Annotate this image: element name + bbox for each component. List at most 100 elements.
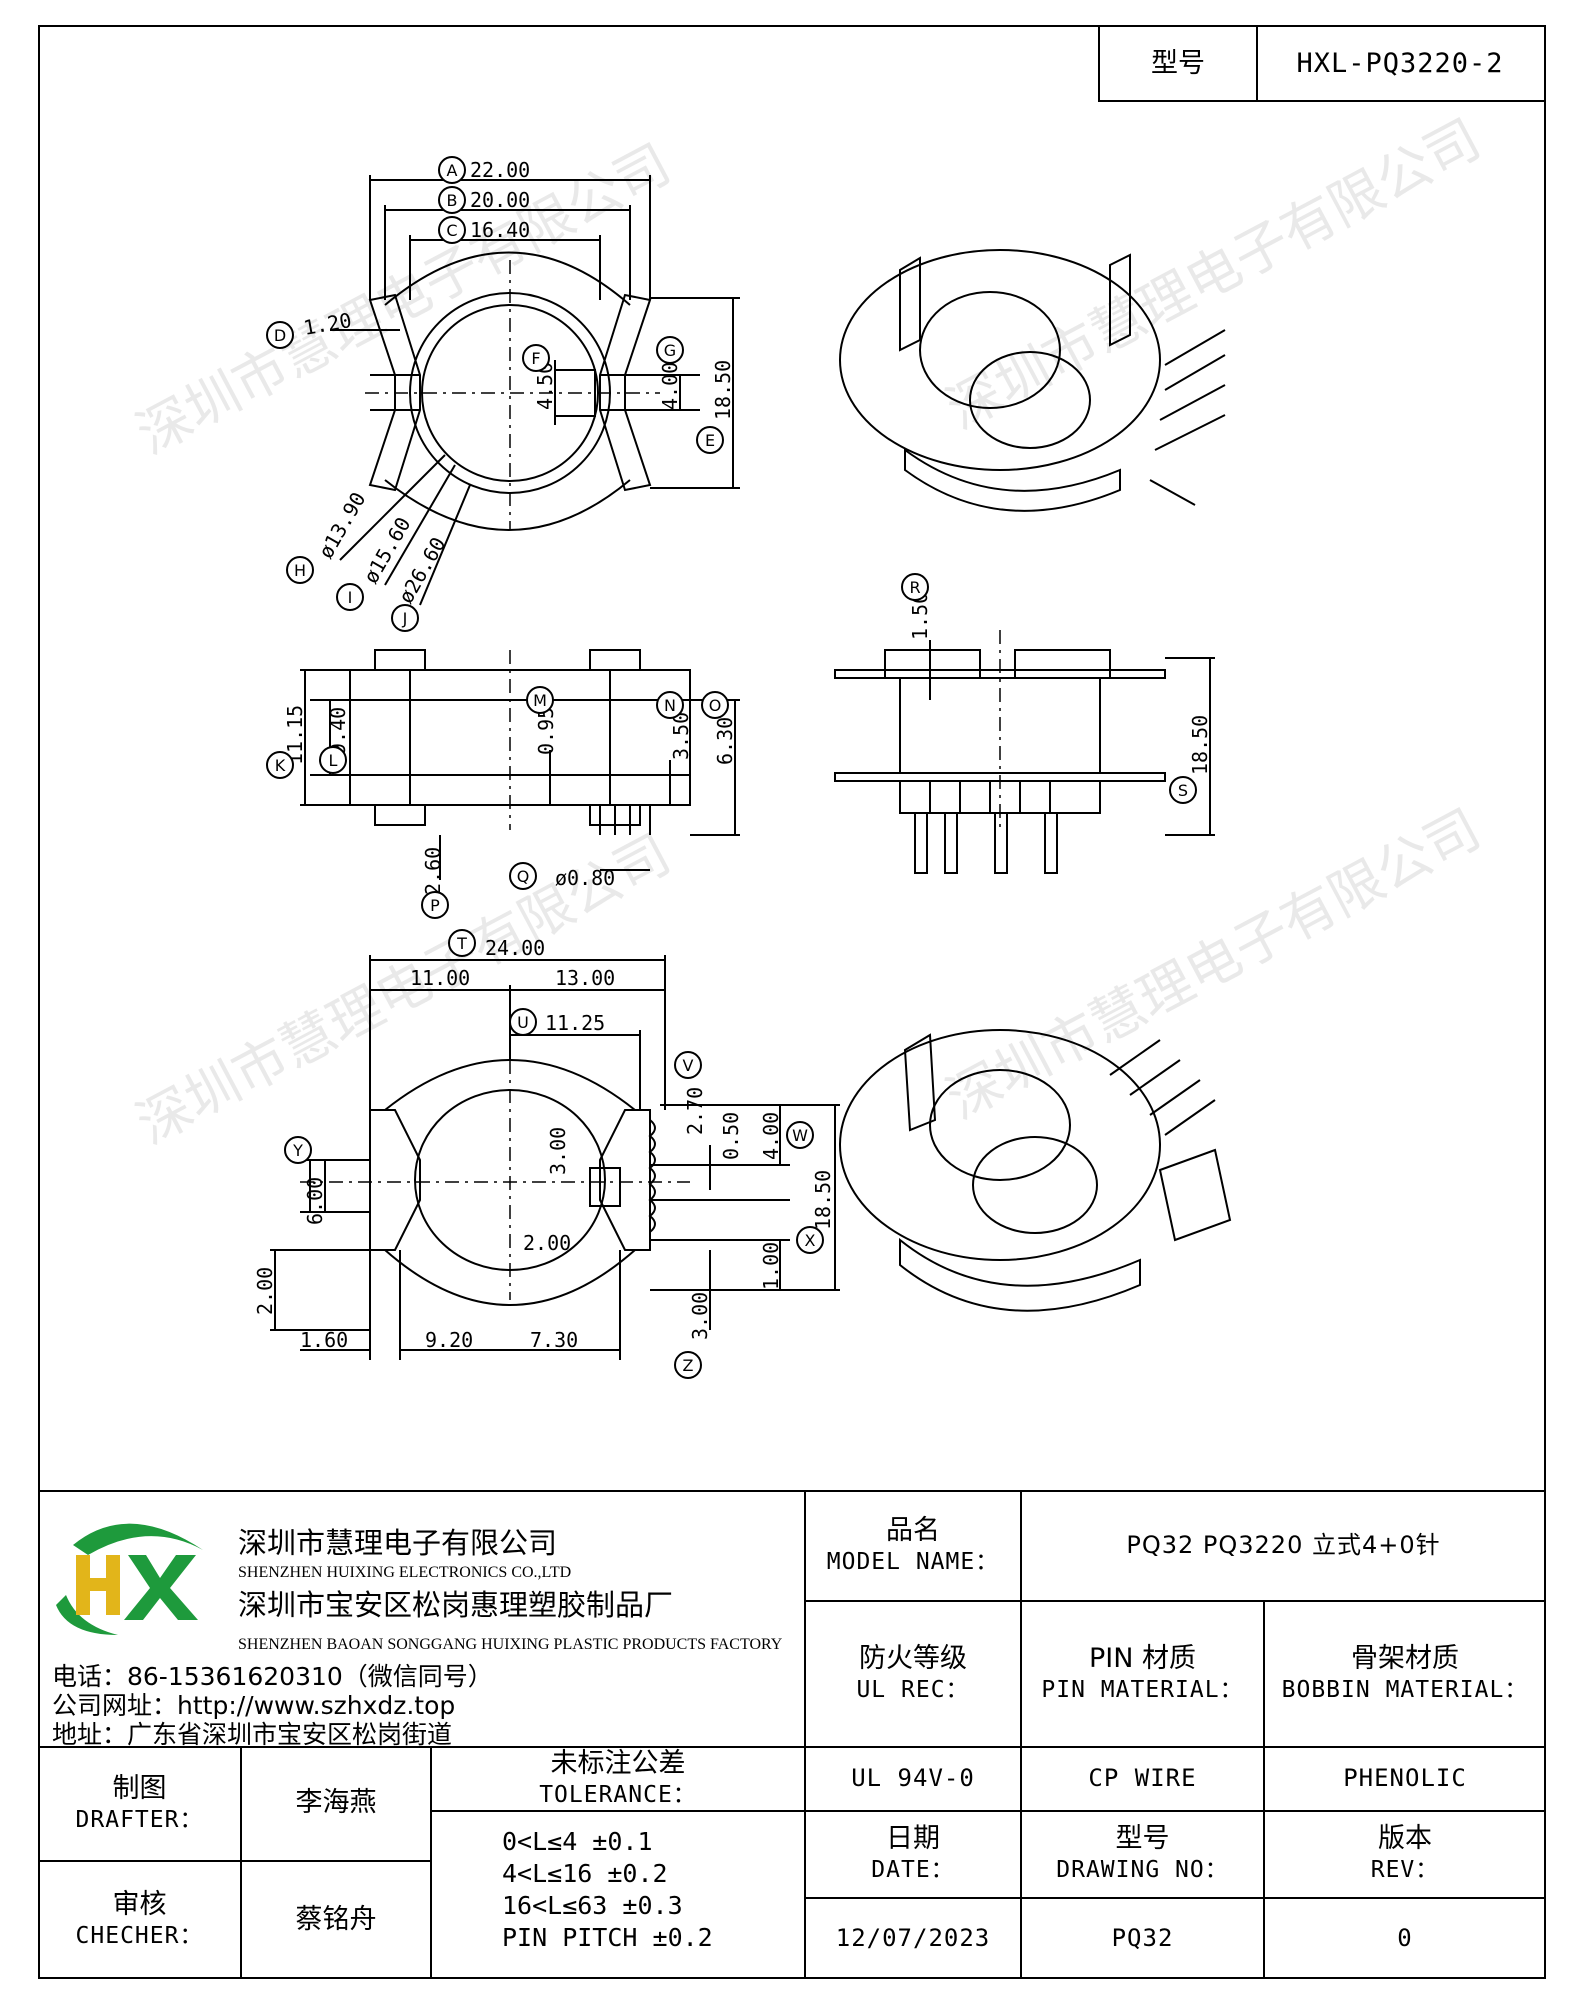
circled-label-d-text: D [274, 326, 286, 345]
dim-W: 4.00 [759, 1112, 783, 1160]
model-name-value-cell: PQ32 PQ3220 立式4+0针 [1021, 1490, 1546, 1600]
dim-T1: 11.00 [410, 966, 470, 990]
side-view [300, 649, 740, 880]
checker-value: 蔡铭舟 [295, 1903, 377, 1935]
company-logo [56, 1523, 203, 1635]
date-value: 12/07/2023 [835, 1924, 991, 1952]
model-name-value: PQ32 PQ3220 立式4+0针 [1126, 1531, 1441, 1559]
tb-vline-5 [430, 1746, 432, 1979]
dim-B: 20.00 [470, 188, 530, 212]
dim-X: 18.50 [811, 1170, 835, 1230]
circled-label-e: E [696, 426, 724, 454]
circled-label-p-ring [421, 891, 449, 919]
circled-label-a: A [438, 156, 466, 184]
rev-value: 0 [1397, 1924, 1413, 1952]
ul-en: UL REC： [856, 1676, 970, 1703]
tolerance-list: 0<L≤4 ±0.1 4<L≤16 ±0.2 16<L≤63 ±0.3 PIN … [502, 1826, 713, 1954]
rev-value-cell: 0 [1264, 1897, 1546, 1979]
dim-M: 0.95 [534, 707, 558, 755]
top-view-flange-right [599, 293, 652, 492]
factory-name-en: SHENZHEN BAOAN SONGGANG HUIXING PLASTIC … [238, 1636, 783, 1653]
circled-label-g-text: G [664, 341, 676, 360]
circled-label-i-ring [336, 583, 364, 611]
pin-cn: PIN 材质 [1088, 1642, 1197, 1674]
circled-label-m-ring [526, 686, 554, 714]
rev-label: 版本 REV： [1264, 1810, 1546, 1897]
factory-name-cn: 深圳市宝安区松岗惠理塑胶制品厂 [238, 1588, 674, 1622]
circled-label-z: Z [674, 1351, 702, 1379]
circled-label-j: J [391, 604, 419, 632]
watermark-4: 深圳市慧理电子有限公司 [937, 797, 1491, 1131]
top-view-outer-arc-bottom [384, 479, 631, 531]
dim-A: 22.00 [470, 158, 530, 182]
circled-label-w-text: W [792, 1126, 808, 1145]
circled-label-u-text: U [517, 1013, 529, 1032]
logo-swoosh-bottom [56, 1595, 118, 1635]
circled-label-x-text: X [805, 1231, 816, 1250]
circled-label-x-ring [796, 1226, 824, 1254]
circled-label-g-ring [656, 336, 684, 364]
circled-label-t-text: T [456, 934, 467, 953]
drawing-no-en: DRAWING NO： [1056, 1857, 1229, 1883]
header-model-value-cell: HXL-PQ3220-2 [1256, 25, 1546, 102]
circled-label-y: Y [284, 1136, 312, 1164]
circled-label-f: F [522, 344, 550, 372]
dim-E: 18.50 [711, 360, 735, 420]
dim-C: 16.40 [470, 218, 530, 242]
circled-label-h-ring [286, 556, 314, 584]
date-value-cell: 12/07/2023 [805, 1897, 1021, 1979]
dim-S: 18.50 [1188, 715, 1212, 775]
circled-label-p: P [421, 891, 449, 919]
ul-label: 防火等级 UL REC： [805, 1600, 1021, 1746]
circled-label-a-text: A [447, 161, 458, 180]
circled-label-o: O [701, 691, 729, 719]
bobbin-label: 骨架材质 BOBBIN MATERIAL： [1264, 1600, 1546, 1746]
circled-label-i-text: I [348, 588, 353, 607]
circled-label-b: B [438, 186, 466, 214]
dim-Y1: 2.00 [253, 1267, 277, 1315]
circled-label-c-text: C [446, 221, 457, 240]
logo-h-right [106, 1555, 120, 1615]
circled-label-x: X [796, 1226, 824, 1254]
dim-B1: 1.60 [300, 1328, 348, 1352]
date-label: 日期 DATE： [805, 1810, 1021, 1897]
tb-line-4 [38, 1860, 430, 1862]
circled-label-f-text: F [531, 349, 540, 368]
logo-x [124, 1555, 198, 1620]
dim-P: 2.60 [421, 847, 445, 895]
tolerance-line-2: 4<L≤16 ±0.2 [502, 1859, 668, 1888]
rev-cn: 版本 [1378, 1823, 1432, 1855]
dim-C2: 2.00 [523, 1231, 571, 1255]
circled-label-h: H [286, 556, 314, 584]
company-name-en: SHENZHEN HUIXING ELECTRONICS CO.,LTD [238, 1564, 572, 1581]
circled-label-v-ring [674, 1051, 702, 1079]
circled-label-k-text: K [275, 756, 286, 775]
circled-label-z-ring [674, 1351, 702, 1379]
dim-Y: 6.00 [303, 1177, 327, 1225]
top-view-flange-left [368, 293, 421, 492]
logo-swoosh-top [73, 1523, 203, 1555]
circled-label-z-text: Z [683, 1356, 694, 1375]
drawing-no-cn: 型号 [1115, 1823, 1170, 1855]
checker-value-cell: 蔡铭舟 [241, 1860, 431, 1979]
circled-label-i: I [336, 583, 364, 611]
rev-en: REV： [1370, 1857, 1440, 1883]
date-en: DATE： [871, 1857, 955, 1883]
circled-label-g: G [656, 336, 684, 364]
circled-label-e-ring [696, 426, 724, 454]
dim-Q: ø0.80 [555, 866, 615, 890]
tb-vline-1 [804, 1490, 806, 1979]
circled-label-q-text: Q [517, 867, 530, 886]
dim-U: 11.25 [545, 1011, 605, 1035]
header-model-label-cell: 型号 [1098, 25, 1258, 102]
tb-line-5 [805, 1897, 1546, 1899]
circled-label-j-text: J [402, 609, 408, 628]
tolerance-line-4: PIN PITCH ±0.2 [502, 1923, 713, 1952]
circled-label-l-ring [319, 746, 347, 774]
circled-label-a-ring [438, 156, 466, 184]
drafter-value-cell: 李海燕 [241, 1746, 431, 1860]
circled-label-t: T [448, 929, 476, 957]
isometric-view-top [839, 249, 1226, 512]
circled-label-s-ring [1169, 776, 1197, 804]
